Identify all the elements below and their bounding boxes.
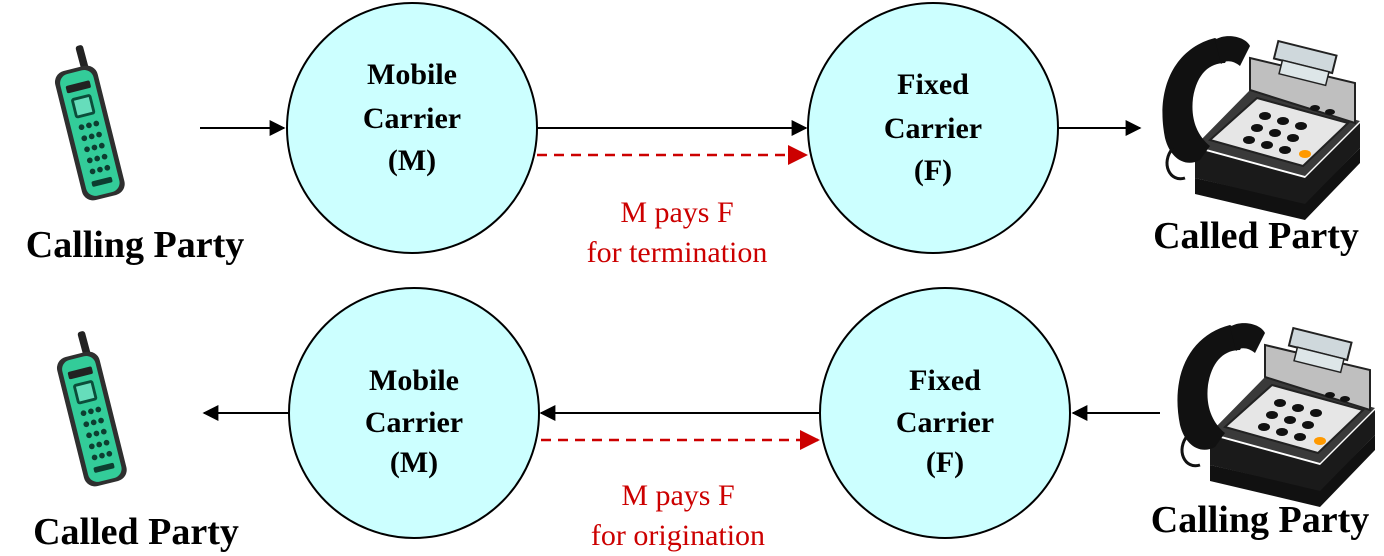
- top-fixed-carrier-line3: (F): [914, 154, 952, 187]
- bottom-fixed-carrier-line1: Fixed: [909, 364, 981, 397]
- top-mobile-carrier-line1: Mobile: [367, 58, 457, 91]
- bottom-fixed-carrier-node: Fixed Carrier (F): [819, 287, 1071, 539]
- bottom-payment-line1: M pays F: [621, 479, 734, 512]
- bottom-mobile-carrier-line2: Carrier: [365, 406, 463, 439]
- top-called-party-label: Called Party: [1153, 215, 1359, 257]
- bottom-payment-line2: for origination: [591, 519, 765, 552]
- bottom-calling-phone-icon: [1175, 321, 1377, 509]
- bottom-mobile-carrier-node: Mobile Carrier (M): [288, 287, 540, 539]
- top-fixed-carrier-node: Fixed Carrier (F): [807, 2, 1059, 254]
- top-mobile-carrier-line3: (M): [388, 144, 436, 177]
- top-fixed-carrier-line2: Carrier: [884, 112, 982, 145]
- bottom-calling-party-label: Calling Party: [1151, 499, 1369, 541]
- bottom-fixed-carrier-line3: (F): [926, 446, 964, 479]
- top-calling-party-label: Calling Party: [26, 224, 244, 266]
- top-called-phone-icon: [1160, 34, 1362, 222]
- top-mobile-carrier-line2: Carrier: [363, 102, 461, 135]
- top-payment-line2: for termination: [587, 236, 768, 269]
- top-calling-phone-icon: [52, 44, 128, 203]
- bottom-called-party-label: Called Party: [33, 511, 239, 553]
- top-flow: Calling Party Mobile Carrier (M) M pays …: [26, 2, 1362, 269]
- top-mobile-carrier-node: Mobile Carrier (M): [286, 2, 538, 254]
- bottom-called-phone-icon: [54, 330, 130, 489]
- bottom-mobile-carrier-line1: Mobile: [369, 364, 459, 397]
- top-payment-line1: M pays F: [620, 196, 733, 229]
- bottom-mobile-carrier-line3: (M): [390, 446, 438, 479]
- bottom-flow: Called Party Mobile Carrier (M) M pays F…: [33, 287, 1377, 553]
- bottom-fixed-carrier-line2: Carrier: [896, 406, 994, 439]
- top-fixed-carrier-line1: Fixed: [897, 68, 969, 101]
